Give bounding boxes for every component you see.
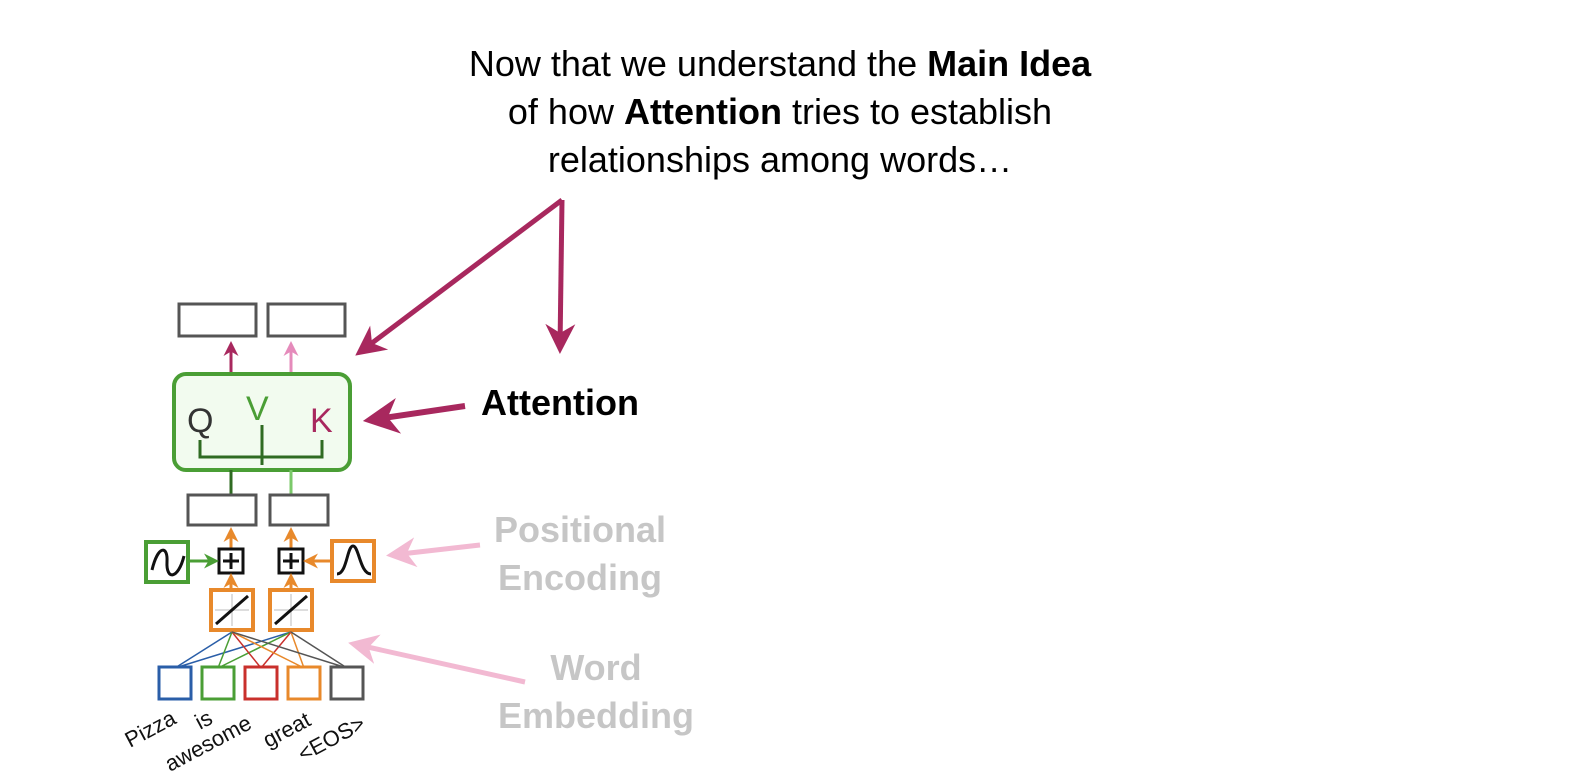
word-embedding-label-2: Embedding <box>498 695 694 736</box>
token-box-awesome <box>243 665 279 701</box>
attention-emphasis: Attention <box>623 91 782 132</box>
sine-curve <box>150 548 186 577</box>
word-embedding-label-1: Word <box>550 647 641 688</box>
headline-line-2: of how Attention tries to establish <box>507 91 1053 132</box>
attention-label: Attention <box>481 382 639 423</box>
value-letter: V <box>246 390 269 428</box>
attention-pointer-arrow <box>362 397 466 434</box>
main-idea-emphasis: Main Idea <box>927 43 1092 84</box>
headline: Now that we understand the Main Idea of … <box>380 40 1180 184</box>
identity-line-1 <box>215 594 249 626</box>
embedding-pointer-arrow <box>348 634 526 685</box>
headline-line-3: relationships among words… <box>547 139 1013 180</box>
key-letter: K <box>310 402 333 440</box>
token-label-pizza: Pizza <box>121 705 181 753</box>
output-box-2 <box>266 302 347 338</box>
encoded-box-2 <box>268 493 330 527</box>
token-box-pizza <box>157 665 193 701</box>
token-box-is <box>200 665 236 701</box>
encoded-box-1 <box>186 493 258 527</box>
attention-block <box>172 372 352 472</box>
token-box-eos <box>329 665 365 701</box>
attention-bracket <box>198 425 324 465</box>
output-box-1 <box>177 302 258 338</box>
identity-line-2 <box>274 594 308 626</box>
embedding-weights <box>174 631 348 669</box>
callout-arrow-left <box>355 198 564 356</box>
headline-line-1: Now that we understand the Main Idea <box>468 43 1092 84</box>
positional-encoding-label-1: Positional <box>494 509 666 550</box>
query-letter: Q <box>187 402 213 440</box>
positional-encoding-label-2: Encoding <box>498 557 662 598</box>
callout-arrow-down <box>545 199 576 354</box>
plus-symbol-2 <box>283 553 299 569</box>
plus-symbol-1 <box>223 553 239 569</box>
bell-curve <box>336 544 372 576</box>
positional-pointer-arrow <box>386 537 481 568</box>
token-box-great <box>286 665 322 701</box>
